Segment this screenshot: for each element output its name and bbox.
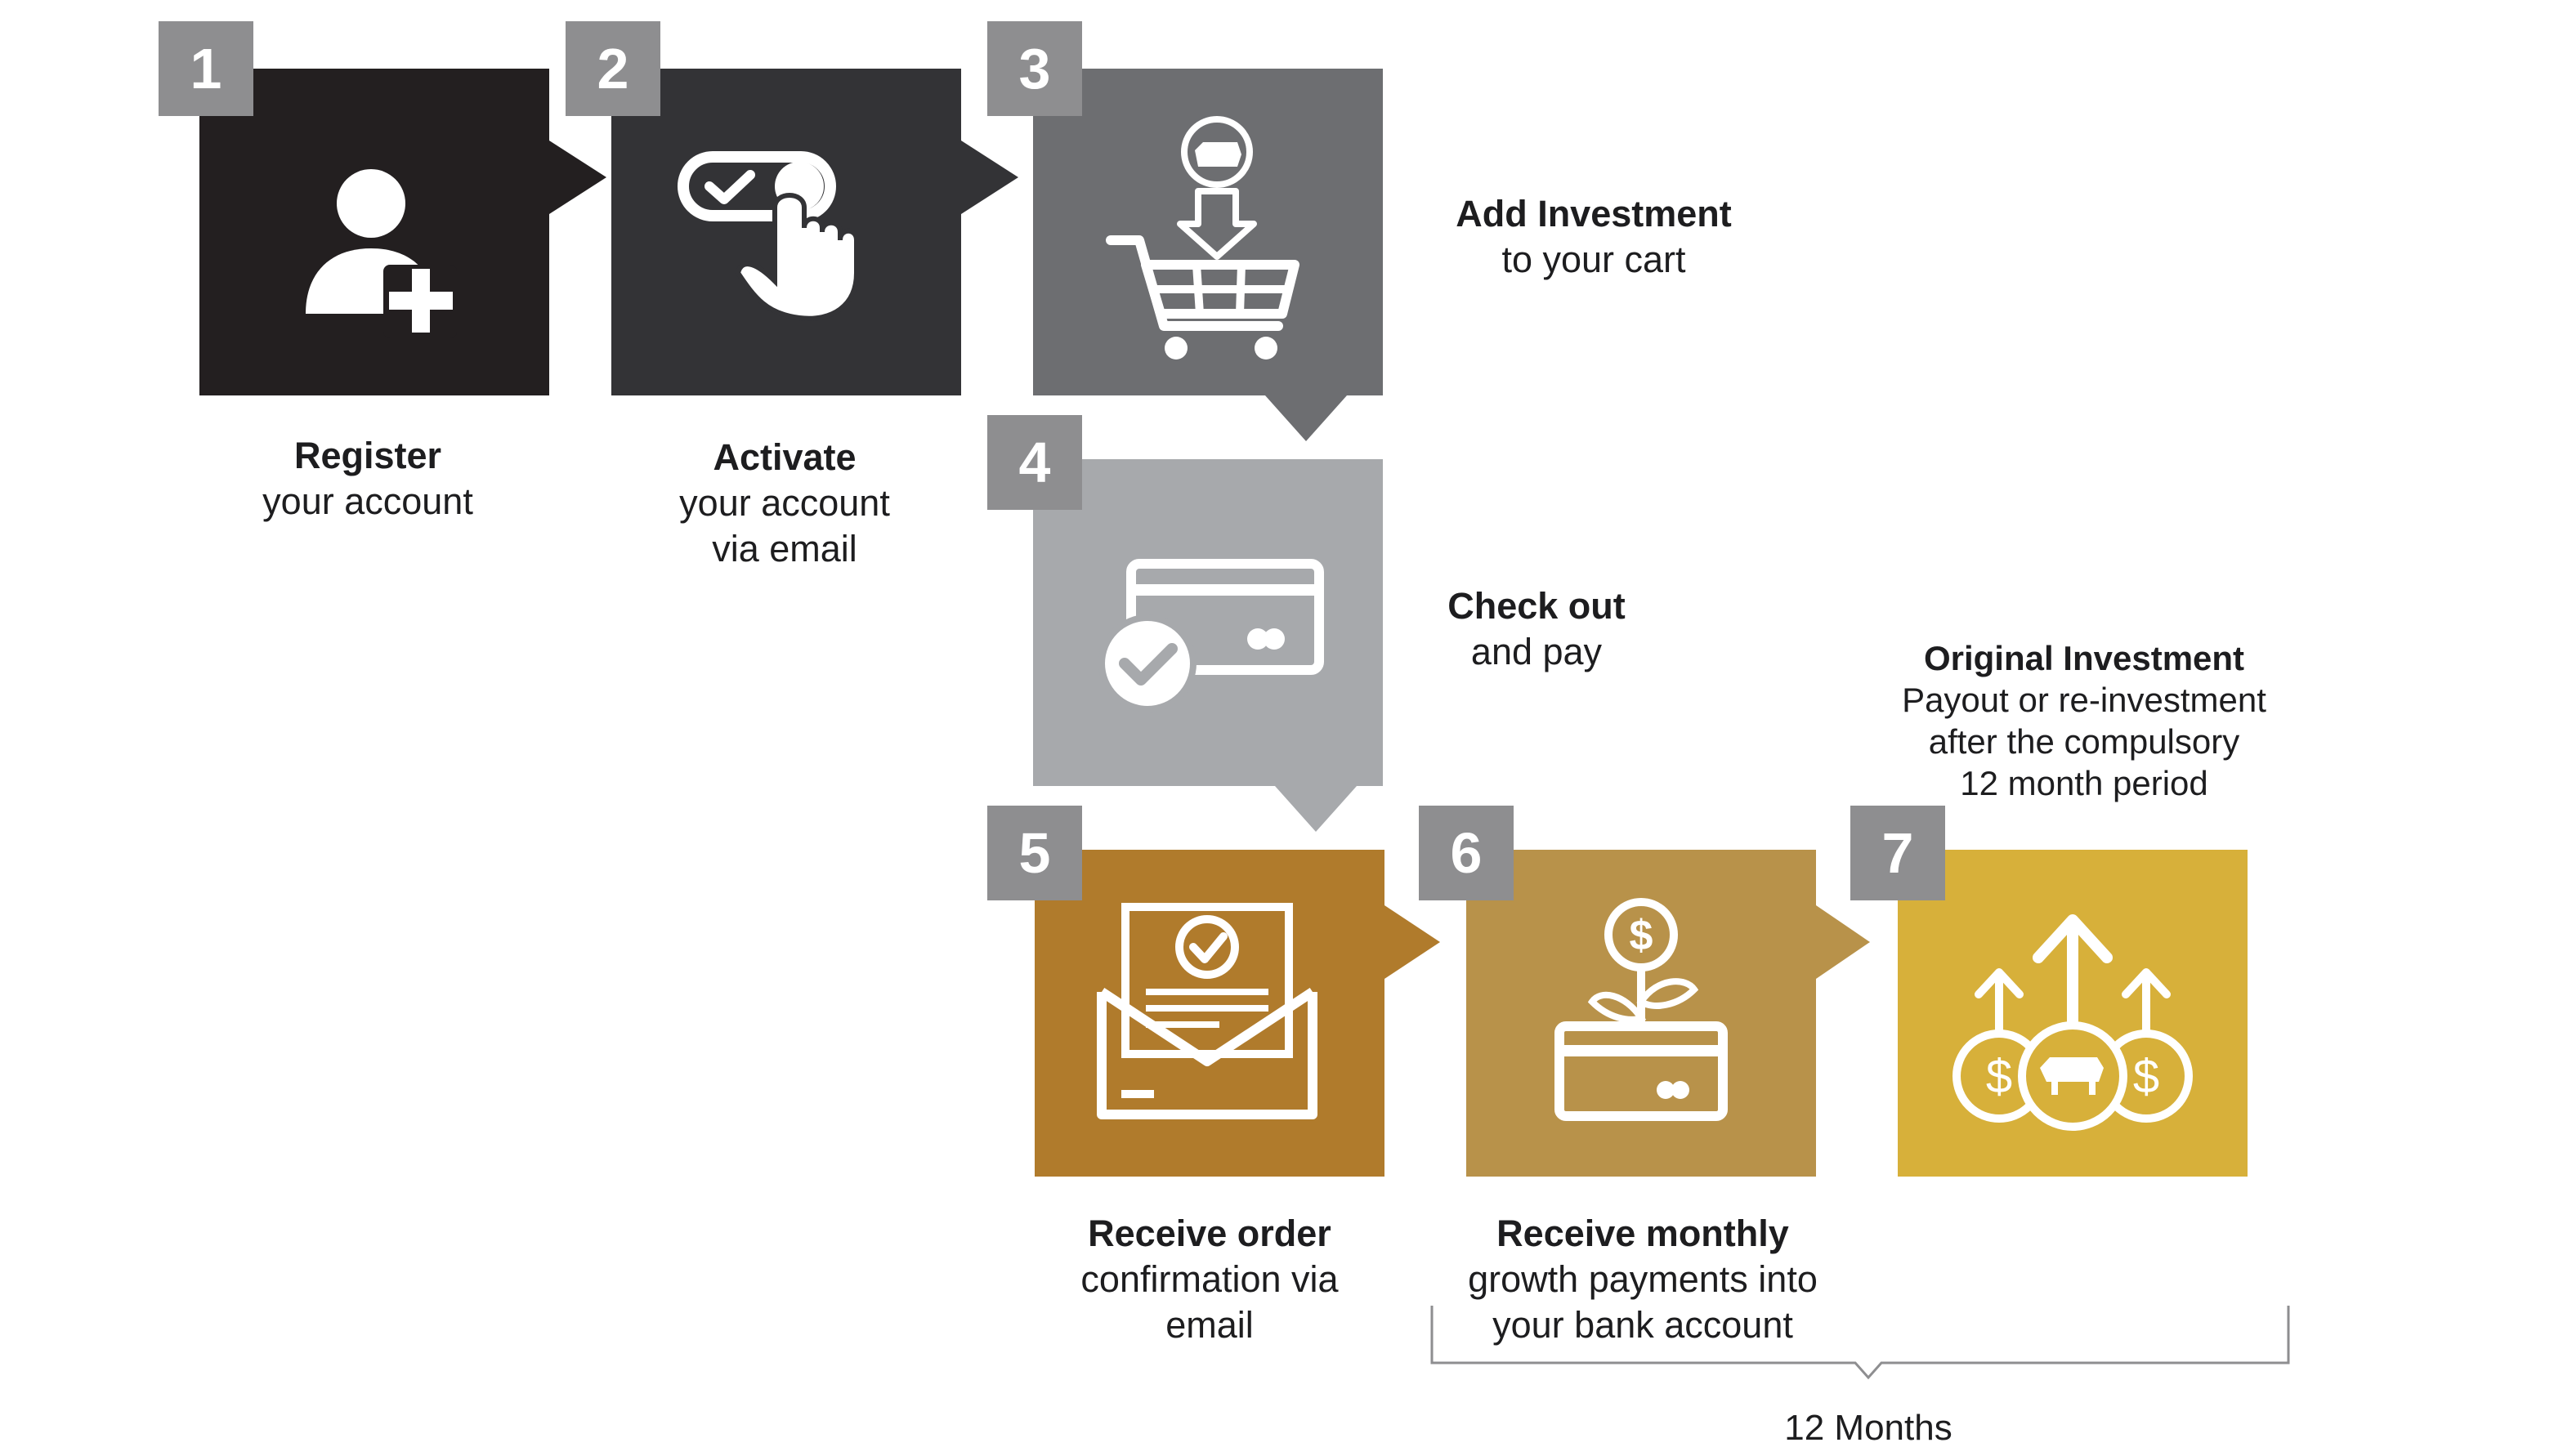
- period-bracket: [1430, 1306, 2290, 1380]
- step-7-title: Original Investment: [1923, 639, 2245, 677]
- money-plant-icon: $: [1554, 898, 1728, 1121]
- arrow-3-4: [1265, 395, 1347, 441]
- step-3-title: Add Investment: [1456, 193, 1732, 234]
- user-add-icon: [306, 169, 457, 338]
- step-6-title: Receive monthly: [1496, 1213, 1789, 1254]
- step-1-caption: Register your account: [188, 433, 548, 525]
- step-4-number: 4: [987, 415, 1082, 510]
- step-1-tile: [199, 69, 549, 395]
- arrow-1-2: [549, 141, 606, 214]
- step-5-tile: [1035, 850, 1384, 1177]
- step-6-tile: $: [1466, 850, 1816, 1177]
- step-1-number: 1: [159, 21, 253, 116]
- step-4-tile: [1033, 459, 1383, 786]
- step-6-line-2: your bank account: [1492, 1304, 1793, 1346]
- step-2-number: 2: [566, 21, 660, 116]
- step-2-line-1: your account: [679, 482, 890, 524]
- shopping-cart-icon: [1106, 116, 1299, 360]
- email-confirmation-icon: [1097, 903, 1317, 1119]
- step-3-number: 3: [987, 21, 1082, 116]
- step-7-line-1: Payout or re-investment: [1902, 681, 2266, 719]
- step-5-line-2: email: [1165, 1304, 1254, 1346]
- step-6-line-1: growth payments into: [1468, 1258, 1818, 1300]
- step-7-number: 7: [1850, 806, 1945, 900]
- step-2-line-2: via email: [712, 528, 857, 569]
- step-5-number: 5: [987, 806, 1082, 900]
- step-7-caption: Original Investment Payout or re-investm…: [1839, 637, 2329, 804]
- step-2-caption: Activate your account via email: [605, 435, 964, 572]
- step-7-line-2: after the compulsory: [1928, 722, 2240, 761]
- period-label: 12 Months: [1784, 1408, 1952, 1448]
- credit-card-check-icon: [1098, 559, 1324, 712]
- step-2-title: Activate: [713, 436, 857, 478]
- step-4-line-1: and pay: [1470, 631, 1603, 672]
- step-6-number: 6: [1419, 806, 1514, 900]
- step-1-title: Register: [293, 435, 442, 476]
- step-4-title: Check out: [1447, 585, 1626, 627]
- step-1-line-1: your account: [262, 480, 473, 522]
- toggle-tap-icon: [678, 151, 859, 321]
- step-7-tile: $ $: [1898, 850, 2248, 1177]
- step-5-title: Receive order: [1088, 1213, 1331, 1254]
- step-4-caption: Check out and pay: [1357, 583, 1716, 675]
- svg-text:$: $: [1986, 1050, 2012, 1103]
- step-5-caption: Receive order confirmation via email: [1013, 1211, 1406, 1348]
- step-7-line-3: 12 month period: [1960, 764, 2208, 802]
- svg-text:$: $: [2133, 1050, 2159, 1103]
- growth-coins-icon: $ $: [1952, 914, 2193, 1131]
- arrow-4-5: [1275, 786, 1357, 832]
- step-5-line-1: confirmation via: [1080, 1258, 1339, 1300]
- step-6-caption: Receive monthly growth payments into you…: [1422, 1211, 1863, 1348]
- step-2-tile: [611, 69, 961, 395]
- step-3-caption: Add Investment to your cart: [1406, 191, 1782, 283]
- svg-text:$: $: [1630, 912, 1653, 959]
- arrow-6-7: [1816, 905, 1870, 979]
- arrow-5-6: [1384, 905, 1440, 979]
- arrow-2-3: [961, 141, 1018, 214]
- step-3-line-1: to your cart: [1501, 239, 1686, 280]
- step-3-tile: [1033, 69, 1383, 395]
